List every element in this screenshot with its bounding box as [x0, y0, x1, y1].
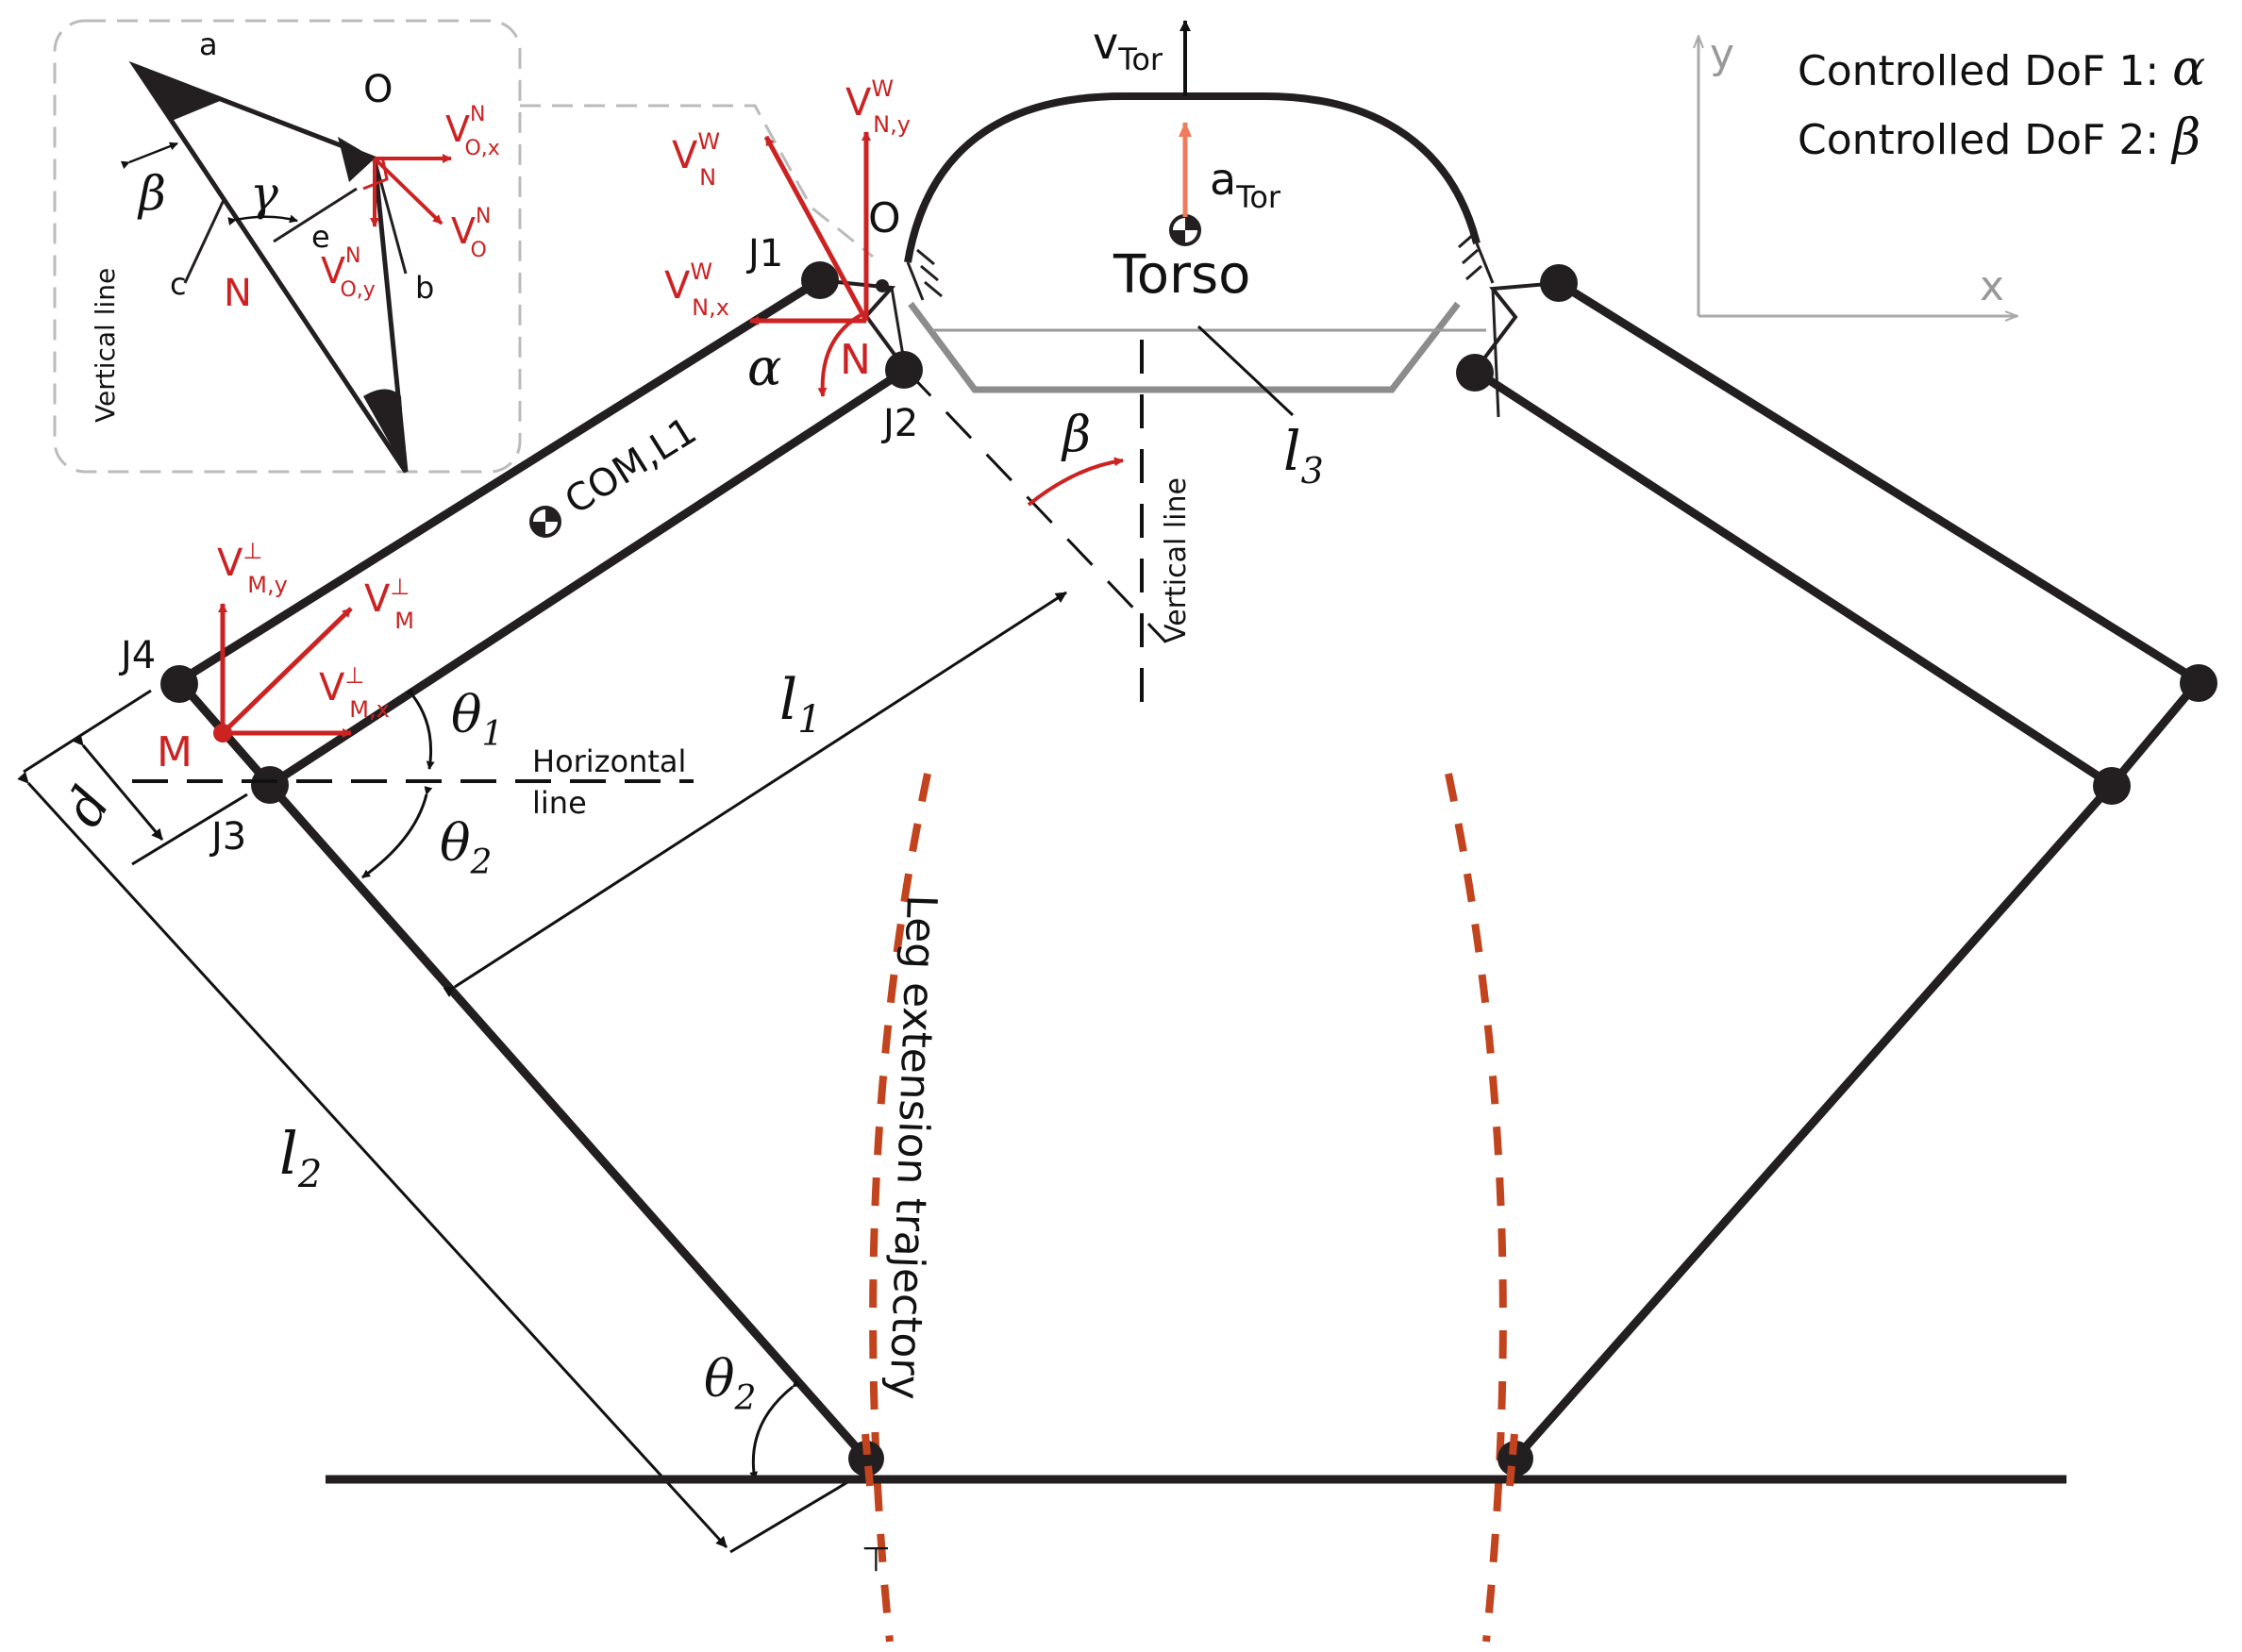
joint-j3-label: J3: [209, 815, 246, 859]
inset-label-o: O: [363, 68, 393, 111]
link-l1-com-icon: [529, 506, 561, 538]
point-m-label: M: [157, 728, 192, 776]
left-link-l2: [266, 782, 870, 1461]
v-m-x-label: V⊥M,x: [319, 662, 390, 723]
left-trajectory-foot-overlay: [862, 1433, 874, 1487]
theta2-foot-arc: [749, 1378, 802, 1480]
inset-triangle: [128, 60, 409, 474]
torso-acceleration-label: aTor: [1210, 154, 1281, 215]
legend-dof-2: Controlled DoF 2: β: [1798, 109, 2200, 166]
inset-vertex-o-mark: [338, 137, 375, 182]
torso-label: Torso: [1113, 244, 1250, 306]
foot-right: [1497, 1441, 1533, 1477]
torso-outline: [904, 92, 1481, 263]
inset-label-gamma: γ: [250, 166, 278, 221]
joint-j2: [885, 351, 923, 389]
inset-line-c: [183, 199, 226, 284]
point-o-label: O: [868, 194, 901, 242]
inset-connector: [520, 104, 874, 259]
right-joint-j4: [2180, 664, 2217, 702]
torso-com-icon: [1169, 214, 1201, 246]
l2-dimension-arrow: [17, 771, 728, 1549]
vertical-center-line-label: Vertical line: [1160, 477, 1193, 643]
theta2-foot-label: θ2: [704, 1349, 756, 1418]
theta2-label: θ2: [440, 813, 492, 882]
inset-vertex-bottom-mark: [363, 389, 406, 472]
horizontal-line-label-1: Horizontal: [532, 743, 686, 779]
inset-box: [53, 19, 522, 474]
legend-dof-1: Controlled DoF 1: α: [1798, 41, 2205, 97]
left-hip-connector: [819, 278, 908, 372]
d-extension-top: [23, 689, 152, 774]
theta2-arc: [361, 786, 433, 879]
torso-velocity-label: vTor: [1093, 18, 1163, 77]
inset-beta-arrow: [120, 142, 178, 170]
trajectory-label: Leg extension trajectory: [879, 894, 945, 1401]
right-joint-j1: [1540, 264, 1578, 302]
y-axis-label: y: [1710, 30, 1734, 78]
right-link-l2: [1512, 782, 2116, 1461]
inset-label-beta: β: [137, 166, 166, 221]
joint-j1-label: J1: [745, 232, 783, 275]
alpha-label: α: [747, 338, 781, 397]
foot-left: [848, 1441, 884, 1477]
inset-label-n: N: [224, 272, 252, 315]
inset-right-angle: [362, 156, 389, 191]
l3-leader-line: [1196, 325, 1295, 417]
v-m-label: V⊥M: [364, 574, 414, 634]
v-m-y-label: V⊥M,y: [217, 538, 288, 598]
d-label: d: [53, 776, 123, 837]
torso-right-hatch: [1458, 232, 1495, 284]
point-n-label: N: [840, 336, 871, 384]
right-joint-j3: [2093, 767, 2131, 805]
right-leg-extension-trajectory: [1445, 773, 1507, 1643]
inset-label-c: c: [170, 266, 187, 302]
l2-label: l2: [279, 1119, 322, 1196]
torso-frame: [908, 301, 1461, 393]
inset-v-o-arrow: [373, 157, 443, 225]
inset-label-a: a: [199, 26, 218, 62]
v-n-w-arrow: [763, 135, 869, 323]
theta1-label: θ1: [451, 685, 503, 754]
beta-arc: [1027, 457, 1124, 507]
right-joint-j2: [1456, 354, 1494, 392]
horizontal-line-label-2: line: [532, 785, 587, 821]
right-link-l1: [1472, 279, 2203, 790]
l3-label: l3: [1283, 419, 1324, 492]
right-trajectory-foot-overlay: [1506, 1433, 1518, 1487]
right-hip-vertical: [1491, 288, 1500, 418]
joint-j4: [160, 665, 198, 703]
l2-extension-foot: [729, 1479, 850, 1554]
l1-label: l1: [779, 667, 822, 742]
perpendicular-symbol: ⊥: [862, 1539, 891, 1577]
joint-j1: [801, 261, 839, 299]
hip-point-o: [876, 279, 889, 292]
torso-left-hatch: [906, 248, 943, 301]
leg-axis-dashed-line: [904, 368, 1167, 643]
inset-line-b: [373, 158, 408, 275]
inset-vertex-a-mark: [135, 66, 225, 121]
x-axis-label: x: [1980, 262, 2004, 310]
inset-vertical-line-label: Vertical line: [90, 268, 121, 423]
inset-gamma-arc: [227, 214, 298, 225]
point-m: [213, 724, 232, 743]
inset-label-e: e: [311, 219, 330, 255]
joint-j2-label: J2: [880, 402, 918, 445]
beta-label: β: [1061, 407, 1091, 463]
joint-j3: [251, 766, 289, 804]
joint-j4-label: J4: [118, 634, 156, 677]
v-m-arrow: [221, 607, 353, 735]
inset-line-e: [273, 187, 358, 243]
inset-label-b: b: [415, 270, 434, 306]
theta1-arc: [405, 687, 435, 770]
